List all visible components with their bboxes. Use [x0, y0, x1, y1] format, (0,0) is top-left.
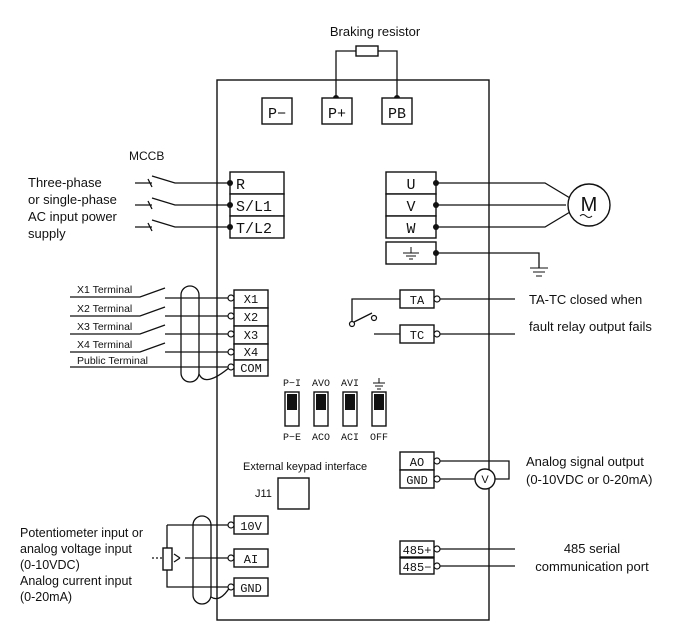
mccb-breaker: [135, 175, 230, 232]
voltmeter-icon: V: [474, 468, 496, 490]
terminal-ta: TA: [410, 294, 425, 308]
svg-text:X1 Terminal: X1 Terminal: [77, 284, 132, 296]
svg-text:(0-20mA): (0-20mA): [20, 590, 72, 604]
terminal-s-l1: S/L1: [236, 199, 272, 216]
svg-text:Analog current input: Analog current input: [20, 574, 132, 588]
braking-resistor-label: Braking resistor: [330, 24, 421, 39]
rs485-terminals: 485+ 485−: [399, 540, 515, 575]
earth-ground-icon: [530, 267, 548, 277]
svg-text:ACI: ACI: [341, 433, 359, 444]
keypad-connector: [277, 477, 310, 510]
svg-text:V: V: [481, 474, 489, 486]
digital-input-wiring: [70, 285, 231, 383]
power-input-label: Three-phase or single-phase AC input pow…: [28, 175, 118, 241]
keypad-label: External keypad interface: [243, 461, 367, 473]
svg-text:supply: supply: [28, 226, 66, 241]
svg-text:fault relay output fails: fault relay output fails: [529, 319, 652, 334]
switch-avo-aco: [313, 391, 329, 427]
terminal-t-l2: T/L2: [236, 221, 272, 238]
terminal-u: U: [406, 177, 415, 194]
svg-text:P−E: P−E: [283, 433, 301, 444]
svg-text:Potentiometer input or: Potentiometer input or: [20, 526, 143, 540]
analog-input-wiring: [152, 515, 231, 605]
j11-label: J11: [255, 488, 272, 500]
terminal-com: COM: [240, 362, 262, 376]
svg-text:TA-TC closed when: TA-TC closed when: [529, 292, 642, 307]
braking-resistor-symbol: [355, 45, 379, 57]
svg-text:ACO: ACO: [312, 433, 330, 444]
analog-output-label: Analog signal output (0-10VDC or 0-20mA): [526, 454, 652, 487]
svg-text:Analog signal output: Analog signal output: [526, 454, 644, 469]
motor-icon: M: [567, 183, 611, 227]
svg-text:analog voltage input: analog voltage input: [20, 542, 132, 556]
ground-terminal-icon: [403, 247, 419, 260]
svg-text:(0-10VDC): (0-10VDC): [20, 558, 80, 572]
terminal-x4: X4: [244, 346, 258, 360]
terminal-ao-gnd: GND: [406, 474, 428, 488]
terminal-x1: X1: [244, 293, 258, 307]
fault-relay: TA TC: [348, 289, 515, 344]
rs485-label: 485 serial communication port: [535, 541, 649, 574]
mccb-label: MCCB: [129, 149, 164, 163]
terminal-10v: 10V: [240, 520, 262, 534]
relay-label: TA-TC closed when fault relay output fai…: [529, 292, 652, 334]
switch-avi-aci: [342, 391, 358, 427]
terminal-485-minus: 485−: [403, 561, 432, 575]
terminal-r: R: [236, 177, 245, 194]
svg-text:485 serial: 485 serial: [564, 541, 620, 556]
svg-text:or single-phase: or single-phase: [28, 192, 117, 207]
analog-input-label: Potentiometer input or analog voltage in…: [20, 526, 143, 604]
input-terminals: R S/L1 T/L2: [227, 171, 285, 239]
terminal-485-plus: 485+: [403, 544, 432, 558]
terminal-pb: PB: [388, 106, 406, 123]
svg-text:AVO: AVO: [312, 379, 330, 390]
dip-switch-bank: P−I AVO AVI P−E ACO ACI OFF: [283, 378, 388, 444]
terminal-tc: TC: [410, 329, 424, 343]
terminal-x3: X3: [244, 329, 258, 343]
svg-text:X2 Terminal: X2 Terminal: [77, 303, 132, 315]
digital-input-terminals: X1 X2 X3 X4 COM: [227, 289, 269, 377]
dc-bus-terminals: P− P+ PB: [261, 97, 413, 125]
svg-text:Public Terminal: Public Terminal: [77, 355, 148, 367]
svg-text:AC input power: AC input power: [28, 209, 118, 224]
potentiometer-icon: [162, 547, 173, 571]
terminal-ai: AI: [244, 553, 258, 567]
terminal-ao: AO: [410, 456, 424, 470]
analog-output: AO GND V: [399, 451, 510, 490]
terminal-w: W: [406, 221, 415, 238]
motor-output-terminals: U V W: [385, 171, 439, 265]
svg-text:X4 Terminal: X4 Terminal: [77, 339, 132, 351]
svg-text:(0-10VDC or 0-20mA): (0-10VDC or 0-20mA): [526, 472, 652, 487]
svg-text:OFF: OFF: [370, 433, 388, 444]
svg-text:X3 Terminal: X3 Terminal: [77, 321, 132, 333]
terminal-ai-gnd: GND: [240, 582, 262, 596]
svg-text:communication port: communication port: [535, 559, 649, 574]
terminal-v: V: [406, 199, 415, 216]
terminal-p-minus: P−: [268, 106, 286, 123]
terminal-x2: X2: [244, 311, 258, 325]
switch-p-i-p-e: [284, 391, 300, 427]
switch-ground-icon: [373, 378, 385, 390]
svg-text:P−I: P−I: [283, 379, 301, 390]
svg-text:Three-phase: Three-phase: [28, 175, 102, 190]
svg-text:AVI: AVI: [341, 379, 359, 390]
switch-ground-off: [371, 391, 387, 427]
analog-input-terminals: 10V AI GND: [227, 515, 269, 597]
digital-input-labels: X1 Terminal X2 Terminal X3 Terminal X4 T…: [77, 284, 148, 367]
svg-text:M: M: [581, 194, 598, 216]
terminal-p-plus: P+: [328, 106, 346, 123]
